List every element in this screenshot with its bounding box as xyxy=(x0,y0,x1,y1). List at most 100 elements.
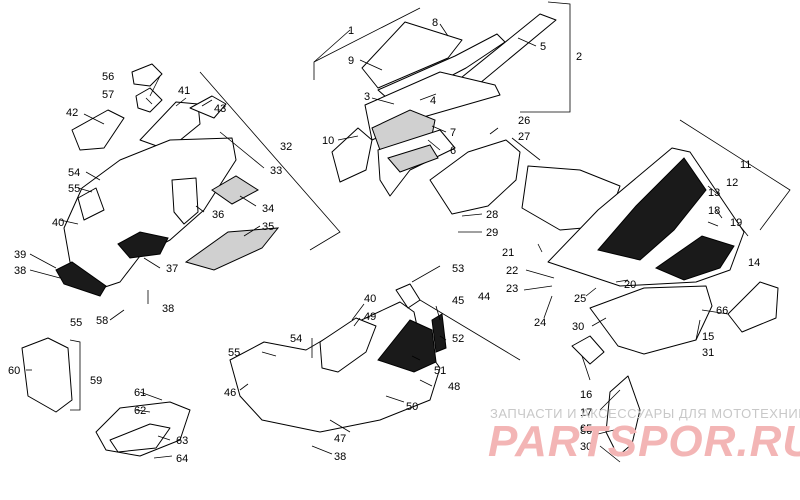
callout-44: 44 xyxy=(478,291,490,303)
callout-30-mid: 30 xyxy=(580,425,592,437)
callout-49: 49 xyxy=(364,311,376,323)
windscreen-left xyxy=(71,109,125,151)
callout-2: 2 xyxy=(576,51,582,63)
hood-mount xyxy=(171,177,199,225)
callout-6: 6 xyxy=(450,145,456,157)
reflective-decal-small xyxy=(211,175,259,205)
watermark-logo: PARTSPOR.RU xyxy=(488,417,800,466)
callout-4: 4 xyxy=(430,95,436,107)
callout-53: 53 xyxy=(452,263,464,275)
callout-41: 41 xyxy=(178,85,190,97)
watermark: ЗАПЧАСТИ И АКСЕССУАРЫ ДЛЯ МОТОТЕХНИКИ PA… xyxy=(488,406,800,466)
footrest-bracket xyxy=(589,285,713,355)
callout-11: 11 xyxy=(740,159,751,171)
right-side-group xyxy=(429,139,779,457)
callout-54-left: 54 xyxy=(68,167,80,179)
callout-42: 42 xyxy=(66,107,78,119)
callout-57: 57 xyxy=(102,89,114,101)
watermark-tagline: ЗАПЧАСТИ И АКСЕССУАРЫ ДЛЯ МОТОТЕХНИКИ xyxy=(490,406,800,421)
rear-vent xyxy=(727,281,779,333)
callout-51: 51 xyxy=(434,365,446,377)
callout-31: 31 xyxy=(702,347,714,359)
callout-13: 13 xyxy=(708,187,720,199)
callout-40-center: 40 xyxy=(364,293,376,305)
gauge-lens xyxy=(135,87,163,113)
belly-pan-decal xyxy=(377,319,437,373)
callout-20: 20 xyxy=(624,279,636,291)
callout-63: 63 xyxy=(176,435,188,447)
callout-33: 33 xyxy=(270,165,282,177)
callout-52: 52 xyxy=(452,333,464,345)
front-nose-left xyxy=(331,127,373,183)
callout-55-left: 55 xyxy=(68,183,80,195)
callout-47: 47 xyxy=(334,433,346,445)
callout-36: 36 xyxy=(212,209,224,221)
callout-23: 23 xyxy=(506,283,518,295)
side-panel-small xyxy=(21,337,73,413)
leader-lines xyxy=(26,1,791,463)
callout-22: 22 xyxy=(506,265,518,277)
callout-10: 10 xyxy=(322,135,334,147)
side-cover xyxy=(429,139,521,215)
callout-24: 24 xyxy=(534,317,546,329)
callout-25: 25 xyxy=(574,293,586,305)
windshield-group xyxy=(331,13,557,197)
callout-56: 56 xyxy=(102,71,114,83)
callout-38-bottom: 38 xyxy=(334,451,346,463)
callout-65: 65 xyxy=(580,423,592,435)
gauge-bezel xyxy=(131,63,163,87)
callout-30-top: 30 xyxy=(572,321,584,333)
callout-38-left: 38 xyxy=(14,265,26,277)
callout-19: 19 xyxy=(730,217,742,229)
callout-30-bottom: 30 xyxy=(580,441,592,453)
callout-15: 15 xyxy=(702,331,714,343)
callout-29: 29 xyxy=(486,227,498,239)
callout-1: 1 xyxy=(348,25,354,37)
side-panel-graphic xyxy=(597,157,707,261)
callout-14: 14 xyxy=(748,257,760,269)
callout-32: 32 xyxy=(280,141,292,153)
callout-39: 39 xyxy=(14,249,26,261)
belly-pan-group xyxy=(229,283,447,433)
reflector xyxy=(571,335,605,365)
callout-64: 64 xyxy=(176,453,188,465)
left-side-panels xyxy=(21,337,191,457)
windshield-panel xyxy=(361,21,463,89)
callout-3: 3 xyxy=(364,91,370,103)
reflective-decal-large xyxy=(184,227,280,271)
vent-panel xyxy=(189,95,227,119)
callout-60: 60 xyxy=(8,365,20,377)
callout-9: 9 xyxy=(348,55,354,67)
callout-38-mid: 38 xyxy=(162,303,174,315)
hood-group xyxy=(55,63,280,297)
callout-61: 61 xyxy=(134,387,146,399)
side-panel-graphic-lower xyxy=(654,235,735,281)
callout-16: 16 xyxy=(580,389,592,401)
callout-46: 46 xyxy=(224,387,236,399)
callout-5: 5 xyxy=(540,41,546,53)
callout-37: 37 xyxy=(166,263,178,275)
side-panel-center xyxy=(319,317,377,373)
callout-54-center: 54 xyxy=(290,333,302,345)
callout-8: 8 xyxy=(432,17,438,29)
callout-34: 34 xyxy=(262,203,274,215)
hood-opening xyxy=(117,231,169,259)
callout-18: 18 xyxy=(708,205,720,217)
callout-62: 62 xyxy=(134,405,146,417)
callout-21: 21 xyxy=(502,247,514,259)
callout-17: 17 xyxy=(580,407,592,419)
callout-59: 59 xyxy=(90,375,102,387)
callout-50: 50 xyxy=(406,401,418,413)
callout-35: 35 xyxy=(262,221,274,233)
callout-48: 48 xyxy=(448,381,460,393)
callout-labels: 1 2 3 4 5 6 7 8 9 10 11 12 13 14 15 16 1… xyxy=(8,17,760,465)
callout-55-center: 55 xyxy=(228,347,240,359)
callout-28: 28 xyxy=(486,209,498,221)
callout-40-left: 40 xyxy=(52,217,64,229)
callout-26: 26 xyxy=(518,115,530,127)
callout-66: 66 xyxy=(716,305,728,317)
callout-27: 27 xyxy=(518,131,530,143)
callout-58: 58 xyxy=(96,315,108,327)
